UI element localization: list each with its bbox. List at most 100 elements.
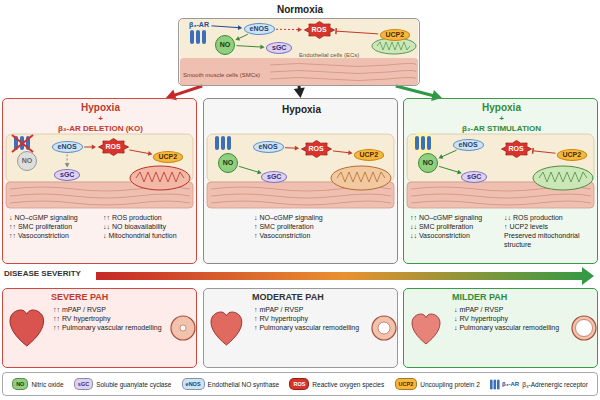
panel-box: MILDER PAH↓ mPAP / RVSP↓ RV hypertrophy↓… <box>403 288 598 368</box>
panel-text: + <box>3 114 198 124</box>
legend-item: UCP2 Uncoupling protein 2 <box>395 378 480 390</box>
legend-swatch: sGC <box>74 378 93 390</box>
connector <box>65 154 70 167</box>
connector-line <box>211 26 238 28</box>
panel-text: ↓ NO–cGMP signaling <box>254 213 384 222</box>
panel-box: Hypoxia ↓ NO–cGMP signaling↑ SMC prolifer… <box>203 98 398 264</box>
arrow-head <box>148 151 153 156</box>
molecule-node: sGC <box>461 171 487 183</box>
legend-abbrev: NO <box>16 379 24 389</box>
arrow-head <box>295 146 299 151</box>
molecule-label: ROS <box>509 145 524 153</box>
panel-text: ↑ SMC proliferation <box>254 222 384 231</box>
connector-line <box>276 29 299 30</box>
legend-item: NO Nitric oxide <box>12 378 63 390</box>
connector-line <box>239 166 259 172</box>
molecule-label: ROS <box>106 143 121 151</box>
arrow-head <box>298 27 302 32</box>
connector <box>285 146 299 151</box>
molecule-node: NO <box>215 35 235 55</box>
legend-text: β₃-Adrenergic receptor <box>522 380 588 389</box>
molecule-label: sGC <box>467 173 481 181</box>
text-group: Smooth muscle cells (SMCs) <box>183 71 269 79</box>
text-group: MODERATE PAH <box>252 292 392 303</box>
molecule-label: eNOS <box>259 143 278 151</box>
connector-line <box>67 154 68 164</box>
text-group: ↑↑ NO–cGMP signaling↓↓ SMC proliferation… <box>410 213 502 240</box>
receptor-helix <box>490 379 493 389</box>
ros-burst: ROS <box>98 138 129 156</box>
panel-box: Hypoxia+β₃-AR STIMULATION ↑↑ NO–cGMP sign… <box>403 98 598 264</box>
connector <box>235 34 247 40</box>
legend-text: Uncoupling protein 2 <box>420 380 480 389</box>
molecule-label: UCP2 <box>386 31 405 39</box>
connector-line <box>238 34 247 38</box>
arrow-head <box>65 163 70 167</box>
legend-item: ROSReactive oxygen species <box>289 378 384 390</box>
panel-text: ↓↓ Vasoconstriction <box>410 231 502 240</box>
molecule-node: sGC <box>54 169 80 181</box>
panel-text: ↓ RV hypertrophy <box>454 314 570 323</box>
text-group: Hypoxia+β₃-AR DELETION (KO) <box>3 101 198 134</box>
receptor-helix <box>494 379 497 389</box>
burst-fill <box>501 141 531 158</box>
panel-text: ↓↓ NO bioavailability <box>103 222 195 231</box>
connector-line <box>236 46 261 47</box>
legend-abbrev: sGC <box>78 379 89 389</box>
legend-abbrev: ROS <box>293 379 305 389</box>
molecule-label: ROS <box>309 145 324 153</box>
panel-text: ↑↑ ROS production <box>103 213 195 222</box>
ko-panel-art <box>2 98 197 264</box>
panel-text: ↑ RV hypertrophy <box>254 314 370 323</box>
connector <box>333 150 353 155</box>
panel-text: Hypoxia <box>404 101 599 114</box>
molecule-node: NO <box>418 153 438 173</box>
text-group: Hypoxia+β₃-AR STIMULATION <box>404 101 599 134</box>
panel-text: ↓↓ SMC proliferation <box>410 222 502 231</box>
legend-abbrev: β₃-AR <box>502 381 519 387</box>
connector <box>84 145 96 150</box>
connector <box>276 27 302 32</box>
top-panel-art <box>178 18 420 86</box>
panel-box: NormoxiaEndothelial cells (ECs)Smooth mu… <box>178 18 420 86</box>
molecule-label: eNOS <box>58 143 77 151</box>
arrow-head <box>348 150 352 155</box>
legend-text: Nitric oxide <box>31 380 63 389</box>
molecule-label: eNOS <box>459 141 478 149</box>
connector <box>336 28 378 34</box>
panel-text: ↑ Vasoconstriction <box>254 231 384 240</box>
molecule-node: eNOS <box>253 141 284 153</box>
text-group: SEVERE PAH <box>51 292 191 303</box>
receptor-icon <box>490 379 500 390</box>
panel-text: ↓ mPAP / RVSP <box>454 305 570 314</box>
connector <box>239 166 262 174</box>
burst-fill <box>98 139 128 156</box>
connector-line <box>533 151 556 153</box>
receptor-helix <box>497 379 500 389</box>
panel-text: SEVERE PAH <box>51 292 191 303</box>
molecule-label: sGC <box>267 173 281 181</box>
connector <box>236 45 264 50</box>
molecule-label: NO <box>223 159 234 167</box>
text-group: Hypoxia <box>204 103 399 116</box>
connector-line <box>336 31 378 34</box>
panel-box: SEVERE PAH↑↑ mPAP / RVSP↑↑ RV hypertroph… <box>2 288 197 368</box>
severity-label-box: DISEASE SEVERITY <box>4 269 81 279</box>
receptor-label: β₃-AR <box>188 21 210 29</box>
severity-bar <box>96 267 594 285</box>
panel-text: ↑↑ SMC proliferation <box>9 222 101 231</box>
molecule-node: eNOS <box>244 23 275 35</box>
inhibition-bar <box>335 28 337 34</box>
panel-text: Hypoxia <box>3 101 198 114</box>
legend-abbrev: UCP2 <box>399 379 414 389</box>
molecule-label: sGC <box>272 44 286 52</box>
panel-text: ↑↑ Pulmonary vascular remodelling <box>53 323 169 332</box>
molecule-node: UCP2 <box>557 149 588 161</box>
ros-burst: ROS <box>501 140 532 158</box>
legend-item: eNOSEndothelial NO synthase <box>182 378 280 390</box>
arrow-head <box>294 88 305 98</box>
ros-burst: ROS <box>304 21 335 39</box>
panel-text: Endothelial cells (ECs) <box>299 51 379 59</box>
molecule-node: eNOS <box>52 141 83 153</box>
